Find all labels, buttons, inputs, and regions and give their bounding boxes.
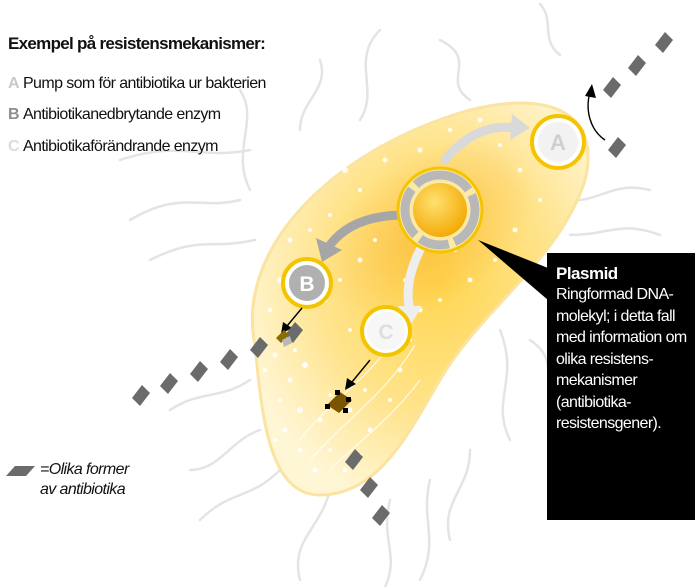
pump-a: A [532, 116, 584, 168]
antibiotic-key-icon [6, 465, 36, 477]
legend-text-c: Antibiotikaförändrande enzym [23, 138, 218, 155]
legend-title: Exempel på resistensmekanismer: [8, 34, 265, 54]
plasmid-ring [398, 168, 482, 252]
plasmid-description: Ringformad DNA-molekyl; i detta fall med… [556, 284, 689, 435]
plasmid-title: Plasmid [556, 263, 689, 284]
legend-letter-c: C [8, 138, 19, 155]
legend-letter-b: B [8, 106, 19, 123]
enzyme-c-label: C [378, 321, 393, 344]
antibiotic-key: =Olika former av antibiotika [6, 460, 146, 500]
legend-letter-a: A [8, 75, 19, 92]
enzyme-b: B [283, 259, 331, 307]
legend-text-a: Pump som för antibiotika ur bakterien [23, 75, 266, 92]
enzyme-b-label: B [299, 273, 314, 296]
legend-text-b: Antibiotikanedbrytande enzym [23, 106, 221, 123]
plasmid-info-box: Plasmid Ringformad DNA-molekyl; i detta … [547, 253, 695, 520]
enzyme-c: C [362, 307, 410, 355]
pump-a-label: A [550, 130, 566, 155]
